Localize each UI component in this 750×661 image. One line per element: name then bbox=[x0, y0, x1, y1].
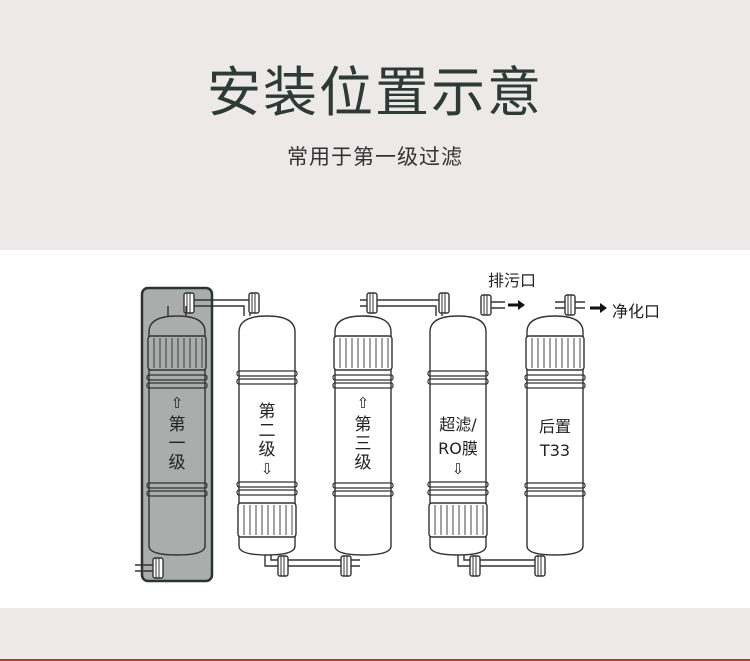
filter-3-label-2: 三 bbox=[355, 434, 372, 454]
header-band bbox=[0, 0, 750, 250]
filter-1-label-1: 第 bbox=[169, 415, 186, 435]
filter-2-label-2: 二 bbox=[259, 421, 276, 441]
filter-3-arrow: ⇧ bbox=[357, 394, 370, 412]
filter-2-label-3: 级 bbox=[259, 440, 276, 460]
filter-stage-4: 超滤/ RO膜 ⇩ bbox=[427, 315, 489, 556]
filter-stage-2: 第 二 级 ⇩ bbox=[236, 315, 298, 556]
page-title: 安装位置示意 bbox=[207, 61, 543, 124]
footer-accent-line bbox=[0, 659, 750, 661]
outlet-arrows bbox=[508, 300, 607, 313]
page-subtitle: 常用于第一级过滤 bbox=[287, 145, 463, 169]
filter-stage-3: ⇧ 第 三 级 bbox=[332, 315, 394, 556]
filter-1-label-2: 一 bbox=[169, 434, 186, 454]
purified-outlet-label: 净化口 bbox=[612, 302, 660, 321]
filter-4-label-1: 超滤/ bbox=[439, 415, 477, 434]
installation-diagram: 排污口 净化口 ⇧ 第 一 级 第 二 级 bbox=[135, 271, 660, 583]
filter-stage-1: ⇧ 第 一 级 bbox=[146, 306, 208, 556]
filter-4-label-2: RO膜 bbox=[438, 439, 478, 458]
filter-2-arrow: ⇩ bbox=[261, 460, 274, 478]
filter-5-label-1: 后置 bbox=[539, 417, 571, 436]
filter-2-label-1: 第 bbox=[259, 402, 276, 422]
filter-1-label-3: 级 bbox=[169, 453, 186, 473]
filter-stage-5: 后置 T33 bbox=[524, 315, 586, 556]
filter-3-label-3: 级 bbox=[355, 453, 372, 473]
filter-3-label-1: 第 bbox=[355, 415, 372, 435]
filter-5-label-2: T33 bbox=[539, 441, 570, 460]
footer-band bbox=[0, 608, 750, 659]
diagram-panel: 排污口 净化口 ⇧ 第 一 级 第 二 级 bbox=[0, 250, 750, 608]
filter-4-arrow: ⇩ bbox=[452, 460, 465, 478]
drain-outlet-label: 排污口 bbox=[488, 271, 536, 290]
filter-1-arrow: ⇧ bbox=[171, 394, 184, 412]
